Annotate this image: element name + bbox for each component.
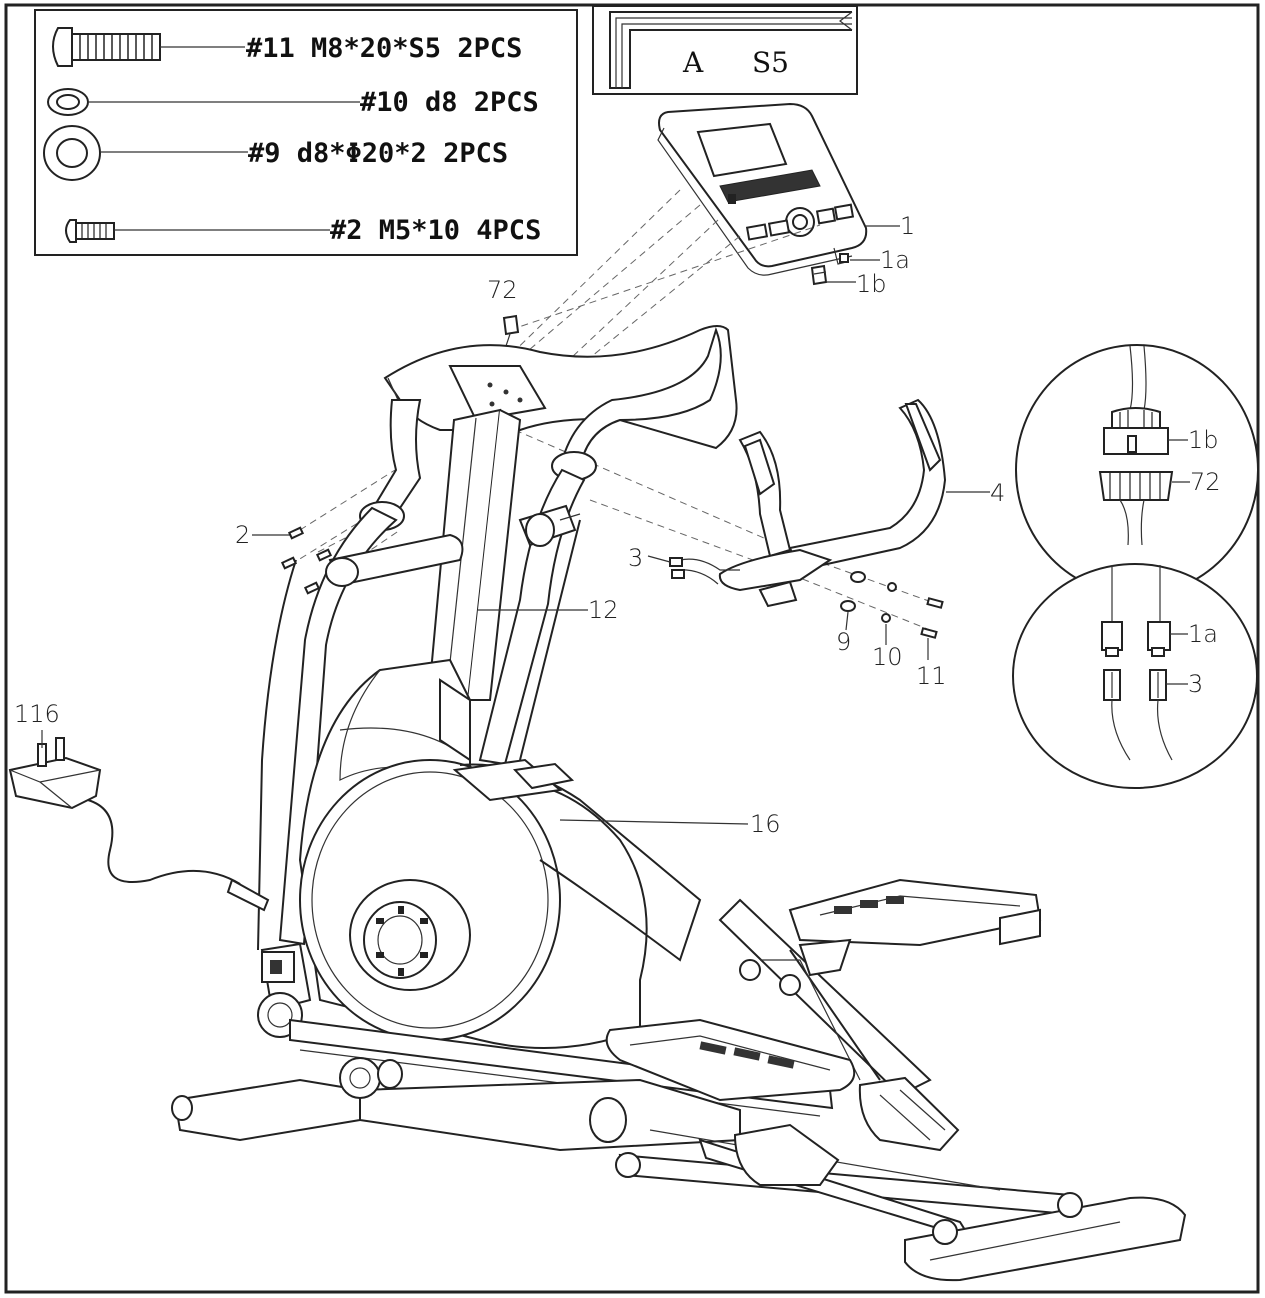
callout-4: 4 <box>990 479 1005 507</box>
tool-box: A S5 <box>592 5 858 95</box>
detail-bottom-label-upper: 1a <box>1188 620 1218 648</box>
detail-top-label-upper: 1b <box>1188 426 1219 454</box>
hardware-label-10: #10 d8 2PCS <box>360 87 539 118</box>
callout-1a: 1a <box>880 246 910 274</box>
callout-1: 1 <box>900 212 915 240</box>
detail-circle-top <box>1015 344 1259 596</box>
power-adapter <box>8 737 270 912</box>
detail-bottom-label-lower: 3 <box>1188 670 1203 698</box>
elliptical-frame <box>171 325 1187 1282</box>
screw-icon <box>280 526 333 595</box>
bolt-icon <box>52 27 245 67</box>
hardware-label-9: #9 d8*Φ20*2 2PCS <box>248 138 508 169</box>
flat-washer-icon <box>43 125 248 181</box>
hardware-box: #11 M8*20*S5 2PCS #10 d8 2PCS #9 d8*Φ20*… <box>34 9 578 256</box>
detail-top-label-lower: 72 <box>1190 468 1221 496</box>
callout-116: 116 <box>14 700 60 728</box>
callout-72: 72 <box>487 276 518 304</box>
screw-icon <box>65 219 330 243</box>
detail-circle-bottom <box>1012 563 1258 789</box>
console <box>657 102 900 286</box>
allen-key-icon <box>609 11 853 89</box>
callout-10: 10 <box>872 643 903 671</box>
callout-3: 3 <box>628 544 643 572</box>
callout-9: 9 <box>836 628 851 656</box>
callout-11: 11 <box>916 662 947 690</box>
callout-1b: 1b <box>856 270 887 298</box>
spring-washer-icon <box>47 88 360 116</box>
handlebar-fasteners <box>840 571 944 660</box>
callout-16: 16 <box>750 810 781 838</box>
callout-12: 12 <box>588 596 619 624</box>
tool-letter: A <box>682 46 704 79</box>
hardware-label-11: #11 M8*20*S5 2PCS <box>246 33 522 64</box>
tool-size: S5 <box>752 46 789 79</box>
callout-2: 2 <box>235 521 250 549</box>
hardware-label-2: #2 M5*10 4PCS <box>330 215 541 246</box>
handlebar <box>669 398 947 608</box>
